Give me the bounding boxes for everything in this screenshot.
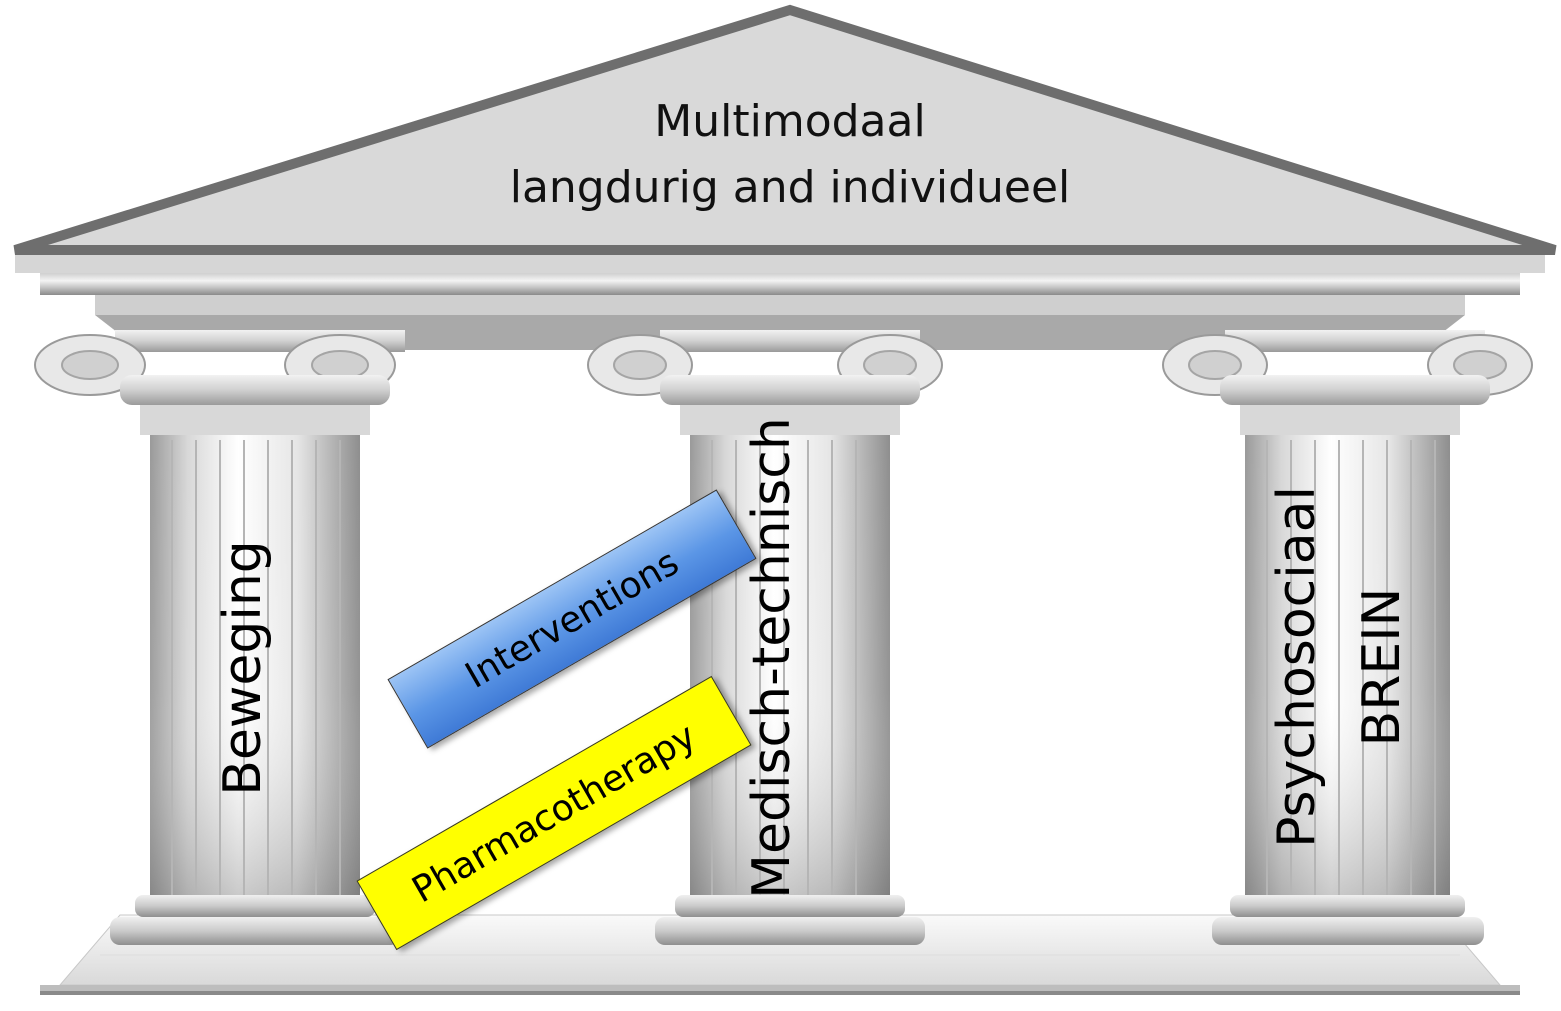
- pillar-label-brein: BREIN: [1352, 587, 1412, 747]
- roof-pediment: [13, 4, 1557, 255]
- pillar-label-medisch-technisch: Medisch-technisch: [742, 417, 802, 899]
- roof-title-line2: langdurig and individueel: [509, 162, 1071, 213]
- pillar-label-beweging: Beweging: [213, 540, 273, 796]
- pillar-label-psychosociaal: Psychosociaal: [1267, 486, 1327, 848]
- roof-title-line1: Multimodaal: [654, 96, 926, 147]
- temple-beam: [15, 255, 1545, 350]
- column-left: [34, 330, 405, 945]
- column-right: [1162, 330, 1533, 945]
